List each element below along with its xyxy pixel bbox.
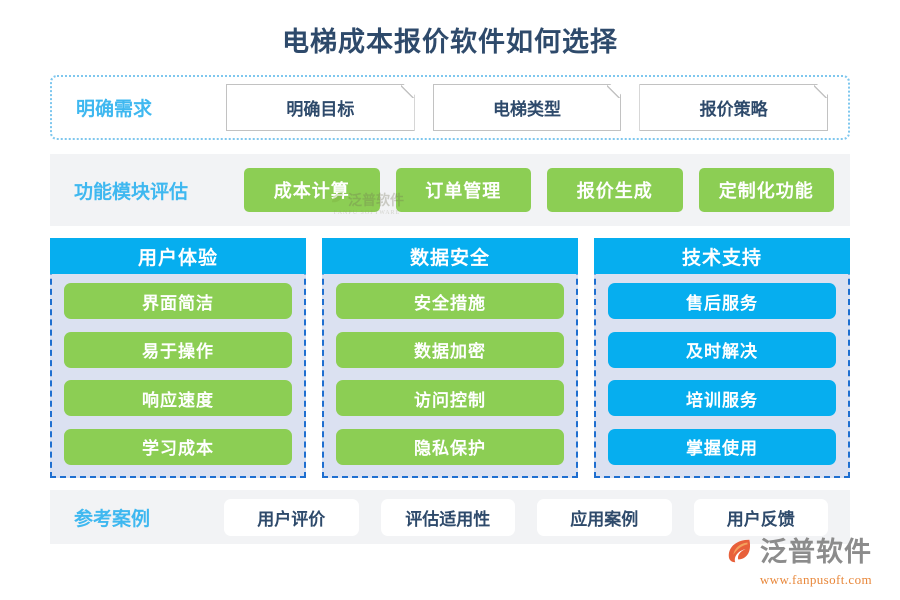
column-item-data-encryption[interactable]: 数据加密	[336, 331, 564, 368]
column-header-user-experience: 用户体验	[50, 238, 306, 274]
column-body-technical-support: 售后服务 及时解决 培训服务 掌握使用	[596, 274, 848, 476]
column-item-training-service[interactable]: 培训服务	[608, 380, 836, 417]
requirements-item-list: 明确目标 电梯类型 报价策略	[226, 84, 832, 131]
column-technical-support: 技术支持 售后服务 及时解决 培训服务 掌握使用	[594, 238, 850, 478]
brand-url: www.fanpusoft.com	[759, 572, 872, 587]
fanpu-swoosh-icon	[725, 535, 755, 570]
cases-item-list: 用户评价 评估适用性 应用案例 用户反馈	[224, 498, 834, 536]
modules-label: 功能模块评估	[74, 181, 189, 203]
column-item-easy-operation[interactable]: 易于操作	[64, 331, 292, 368]
column-item-after-sales-service[interactable]: 售后服务	[608, 283, 836, 320]
requirement-item-elevator-type[interactable]: 电梯类型	[433, 84, 622, 131]
case-item-suitability-assessment[interactable]: 评估适用性	[380, 498, 515, 536]
module-item-customization[interactable]: 定制化功能	[698, 168, 834, 212]
brand-logo: 泛普软件 www.fanpusoft.com	[725, 535, 872, 588]
column-header-data-security: 数据安全	[322, 238, 578, 274]
page-title: 电梯成本报价软件如何选择	[282, 27, 618, 57]
column-item-access-control[interactable]: 访问控制	[336, 380, 564, 417]
brand-row: 泛普软件	[725, 535, 872, 570]
column-item-mastery-of-use[interactable]: 掌握使用	[608, 428, 836, 465]
case-item-user-review[interactable]: 用户评价	[224, 498, 359, 536]
evaluation-columns-section: 用户体验 界面简洁 易于操作 响应速度 学习成本 数据安全 安全措施 数据加密 …	[50, 238, 850, 478]
requirements-section: 明确需求 明确目标 电梯类型 报价策略	[50, 75, 850, 140]
case-item-user-feedback[interactable]: 用户反馈	[693, 498, 828, 536]
column-item-timely-resolution[interactable]: 及时解决	[608, 331, 836, 368]
column-body-user-experience: 界面简洁 易于操作 响应速度 学习成本	[52, 274, 304, 476]
modules-item-list: 成本计算 订单管理 报价生成 定制化功能	[244, 168, 834, 212]
column-user-experience: 用户体验 界面简洁 易于操作 响应速度 学习成本	[50, 238, 306, 478]
module-item-order-management[interactable]: 订单管理	[395, 168, 531, 212]
requirements-label: 明确需求	[76, 99, 153, 120]
column-item-security-measures[interactable]: 安全措施	[336, 283, 564, 320]
column-item-learning-cost[interactable]: 学习成本	[64, 428, 292, 465]
column-header-technical-support: 技术支持	[594, 238, 850, 274]
column-data-security: 数据安全 安全措施 数据加密 访问控制 隐私保护	[322, 238, 578, 478]
column-item-clean-interface[interactable]: 界面简洁	[64, 283, 292, 320]
requirement-item-quote-strategy[interactable]: 报价策略	[639, 84, 828, 131]
module-item-cost-calculation[interactable]: 成本计算	[244, 168, 380, 212]
column-body-data-security: 安全措施 数据加密 访问控制 隐私保护	[324, 274, 576, 476]
column-item-response-speed[interactable]: 响应速度	[64, 380, 292, 417]
requirement-item-goal[interactable]: 明确目标	[226, 84, 415, 131]
case-item-application-case[interactable]: 应用案例	[537, 498, 672, 536]
brand-name: 泛普软件	[760, 537, 872, 567]
column-item-privacy-protection[interactable]: 隐私保护	[336, 428, 564, 465]
modules-section: 功能模块评估 成本计算 订单管理 报价生成 定制化功能	[50, 154, 850, 226]
cases-label: 参考案例	[74, 508, 151, 530]
cases-section: 参考案例 用户评价 评估适用性 应用案例 用户反馈	[50, 490, 850, 544]
module-item-quote-generation[interactable]: 报价生成	[547, 168, 683, 212]
